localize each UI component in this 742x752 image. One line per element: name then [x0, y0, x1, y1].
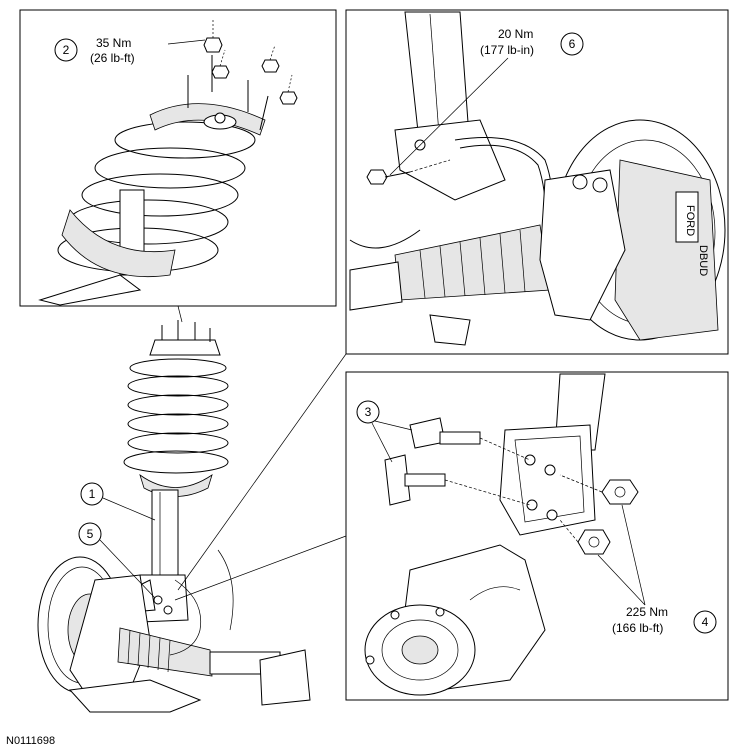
caliper-text-side: DBUD	[697, 245, 709, 276]
callout-6: 6	[569, 37, 576, 51]
detail-top-mount: 2 35 Nm (26 lb-ft)	[19, 9, 337, 307]
figure-reference: N0111698	[6, 735, 55, 747]
leader-lines	[174, 305, 347, 601]
callout-3: 3	[365, 405, 372, 419]
main-coil-spring	[123, 358, 229, 474]
torque-knuckle-nm: 225 Nm	[626, 605, 668, 619]
caliper-text-top: FORD	[684, 205, 696, 236]
detail-cv-boot	[349, 224, 551, 311]
torque-top-mount-imperial: (26 lb-ft)	[90, 51, 135, 65]
callout-1: 1	[89, 487, 96, 501]
torque-bracket-bolt-imperial: (177 lb-in)	[480, 43, 534, 57]
strut-tube	[151, 489, 179, 581]
torque-bracket-bolt-nm: 20 Nm	[498, 27, 533, 41]
main-cv-axle	[117, 627, 311, 706]
callout-2: 2	[63, 43, 70, 57]
detail-bracket-bolt: FORD DBUD 20 Nm (177 lb-in) 6	[345, 9, 729, 355]
torque-knuckle-imperial: (166 lb-ft)	[612, 621, 663, 635]
callout-5: 5	[87, 527, 94, 541]
callout-4: 4	[702, 615, 709, 629]
main-strut-assembly	[37, 320, 311, 713]
torque-top-mount-nm: 35 Nm	[96, 36, 131, 50]
detail-knuckle-bolts: 3 225 Nm (166 lb-ft) 4	[345, 371, 729, 701]
